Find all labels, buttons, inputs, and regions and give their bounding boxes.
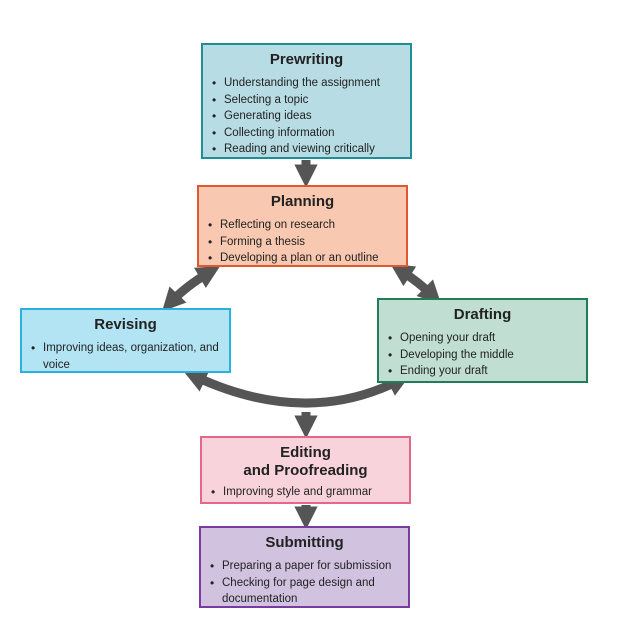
stage-title: Planning <box>270 193 335 210</box>
stage-title: Revising <box>94 316 157 333</box>
list-item: Preparing a paper for submission <box>209 558 400 575</box>
list-item: Understanding the assignment <box>211 75 402 92</box>
list-item: Developing a plan or an outline <box>207 250 398 267</box>
stage-title-line2: and Proofreading <box>243 462 368 479</box>
stage-revising: Revising Improving ideas, organization, … <box>20 308 231 373</box>
list-item: Generating ideas <box>211 108 402 125</box>
stage-items: Opening your draft Developing the middle… <box>387 330 578 380</box>
list-item: Ending your draft <box>387 363 578 380</box>
list-item: Checking for page design and documentati… <box>209 575 400 608</box>
list-item: Reflecting on research <box>207 217 398 234</box>
stage-items: Understanding the assignment Selecting a… <box>211 75 402 158</box>
stage-items: Improving style and grammar <box>210 484 401 501</box>
stage-title: Editing and Proofreading <box>210 444 401 480</box>
stage-planning: Planning Reflecting on research Forming … <box>197 185 408 267</box>
list-item: Developing the middle <box>387 347 578 364</box>
arrow-planning-drafting <box>390 263 442 305</box>
stage-items: Reflecting on research Forming a thesis … <box>207 217 398 267</box>
stage-title: Drafting <box>453 306 512 323</box>
stage-title: Prewriting <box>269 51 344 68</box>
stage-items: Preparing a paper for submission Checkin… <box>209 558 400 608</box>
stage-prewriting: Prewriting Understanding the assignment … <box>201 43 412 159</box>
stage-items: Improving ideas, organization, and voice <box>30 340 221 373</box>
arrow-planning-revising <box>161 266 221 312</box>
stage-editing: Editing and Proofreading Improving style… <box>200 436 411 504</box>
stage-title: Submitting <box>265 534 344 551</box>
list-item: Opening your draft <box>387 330 578 347</box>
list-item: Reading and viewing critically <box>211 141 402 158</box>
list-item: Collecting information <box>211 125 402 142</box>
arrow-revising-drafting <box>183 370 411 408</box>
stage-drafting: Drafting Opening your draft Developing t… <box>377 298 588 383</box>
list-item: Forming a thesis <box>207 234 398 251</box>
stage-title-line1: Editing <box>280 444 331 461</box>
list-item: Selecting a topic <box>211 92 402 109</box>
list-item: Improving style and grammar <box>210 484 401 501</box>
stage-submitting: Submitting Preparing a paper for submiss… <box>199 526 410 608</box>
list-item: Improving ideas, organization, and voice <box>30 340 221 373</box>
